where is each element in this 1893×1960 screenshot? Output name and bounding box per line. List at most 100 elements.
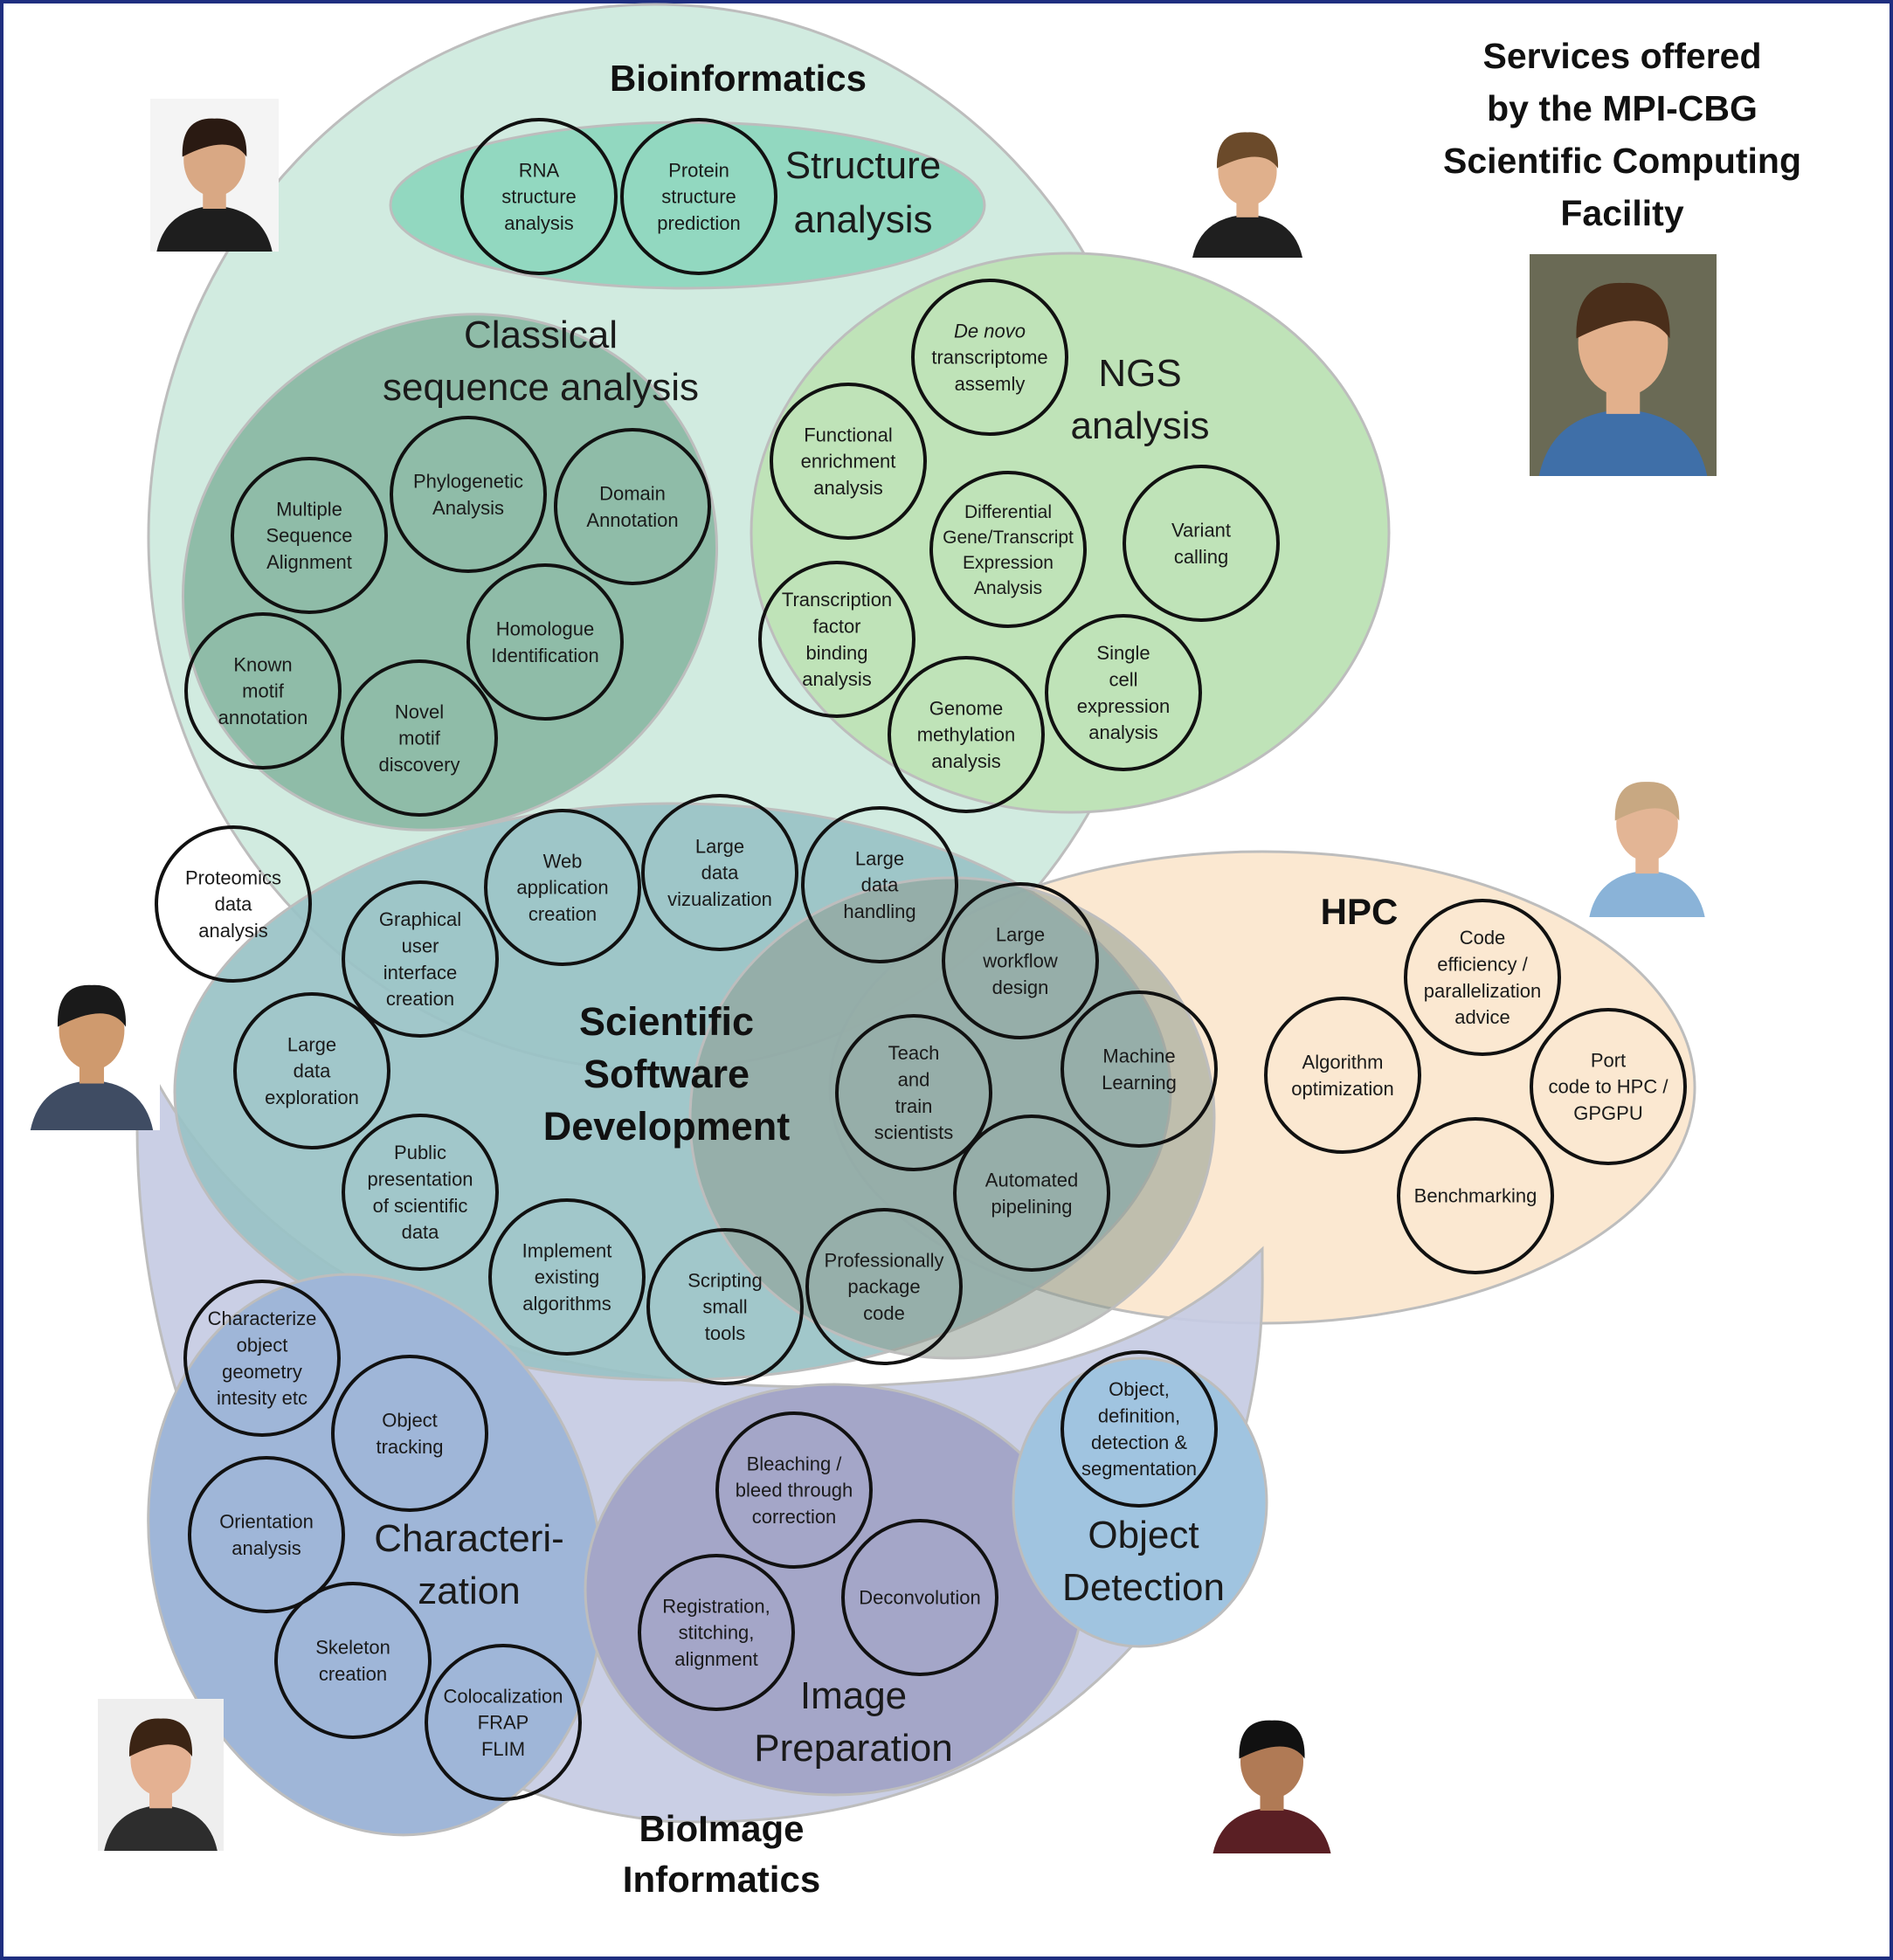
classical-label-line: Classical	[464, 314, 618, 356]
service-circle	[231, 457, 388, 614]
service-label: Characterize	[208, 1308, 317, 1329]
service-circle	[715, 1411, 873, 1569]
service-label: prediction	[657, 212, 740, 234]
service-label: structure	[661, 186, 736, 208]
service-label: analysis	[813, 477, 882, 499]
service-label: creation	[529, 903, 597, 925]
portrait-lead	[1530, 254, 1717, 476]
service-label: creation	[386, 988, 454, 1010]
characterization-group	[147, 1273, 605, 1837]
service-label: assemly	[955, 373, 1026, 395]
service-label: existing	[535, 1266, 600, 1288]
service-label: Port	[1591, 1049, 1626, 1071]
portrait-hpc	[1583, 762, 1711, 917]
bioimage-label-line: BioImage	[639, 1808, 804, 1849]
hpc-label: HPC	[1321, 891, 1399, 932]
service-circle	[460, 118, 618, 275]
structure-label-line: analysis	[794, 198, 933, 241]
service-label: Teach	[888, 1042, 940, 1064]
service-circle	[942, 882, 1099, 1039]
service-circle	[801, 806, 958, 963]
service-circle	[488, 1198, 646, 1356]
service-circle	[466, 563, 624, 721]
service-label: train	[895, 1095, 933, 1117]
service-label: transcriptome	[931, 347, 1047, 369]
service-label: data	[701, 862, 740, 884]
service-label: data	[861, 874, 900, 896]
service-label: Orientation	[219, 1511, 314, 1533]
structure-label-line: Structure	[785, 144, 942, 187]
service-label: package	[847, 1276, 920, 1298]
diagram-title-line: by the MPI-CBG	[1487, 88, 1758, 128]
service-label: annotation	[218, 707, 308, 728]
service-label: Single	[1096, 642, 1150, 664]
service-label: pipelining	[991, 1196, 1073, 1218]
service-label: correction	[752, 1506, 837, 1528]
hpc-label-line: HPC	[1321, 891, 1399, 932]
service-circle	[911, 279, 1068, 436]
image-prep-label-line: Preparation	[754, 1727, 952, 1770]
service-label: discovery	[379, 754, 460, 776]
service-label: design	[992, 977, 1049, 998]
service-label: workflow	[982, 950, 1058, 972]
service-circle	[390, 416, 547, 573]
service-label: user	[402, 935, 439, 957]
object-detection-label-line: Object	[1088, 1514, 1199, 1556]
service-label: application	[516, 877, 608, 899]
service-circle	[233, 992, 390, 1149]
bioinformatics-label-line: Bioinformatics	[610, 58, 867, 99]
service-label: analysis	[504, 212, 573, 234]
service-label: Graphical	[379, 908, 461, 930]
portrait-bottom-left	[98, 1699, 224, 1851]
service-label: of scientific	[373, 1195, 468, 1217]
service-label: Differential	[964, 502, 1052, 522]
service-benchmarking: Benchmarking	[1397, 1117, 1554, 1274]
service-circle	[888, 656, 1045, 813]
service-label: object	[237, 1335, 288, 1356]
service-label: creation	[319, 1663, 387, 1685]
service-label: detection &	[1091, 1432, 1187, 1453]
portrait-top-right	[1186, 114, 1309, 258]
service-label: Object,	[1109, 1378, 1170, 1400]
service-label: motif	[242, 680, 285, 702]
service-circle	[929, 471, 1087, 628]
service-label: Variant	[1171, 520, 1231, 542]
service-circle	[841, 1519, 998, 1676]
structure-group	[389, 121, 986, 290]
service-label: geometry	[222, 1361, 302, 1383]
ngs-group	[750, 252, 1391, 814]
service-label: analysis	[231, 1537, 301, 1559]
service-circle	[835, 1014, 992, 1171]
software-label-line: Scientific	[579, 999, 754, 1044]
service-object-def: Object,definition,detection &segmentatio…	[1060, 1350, 1218, 1508]
service-label: definition,	[1098, 1405, 1180, 1427]
service-label: RNA	[519, 159, 560, 181]
service-orientation: Orientation analysis	[188, 1456, 345, 1613]
service-label: Known	[233, 653, 292, 675]
service-circles: RNAstructureanalysisProteinstructurepred…	[155, 118, 1687, 1801]
service-circle	[1530, 1008, 1687, 1165]
diagram-title-line: Facility	[1560, 193, 1683, 233]
